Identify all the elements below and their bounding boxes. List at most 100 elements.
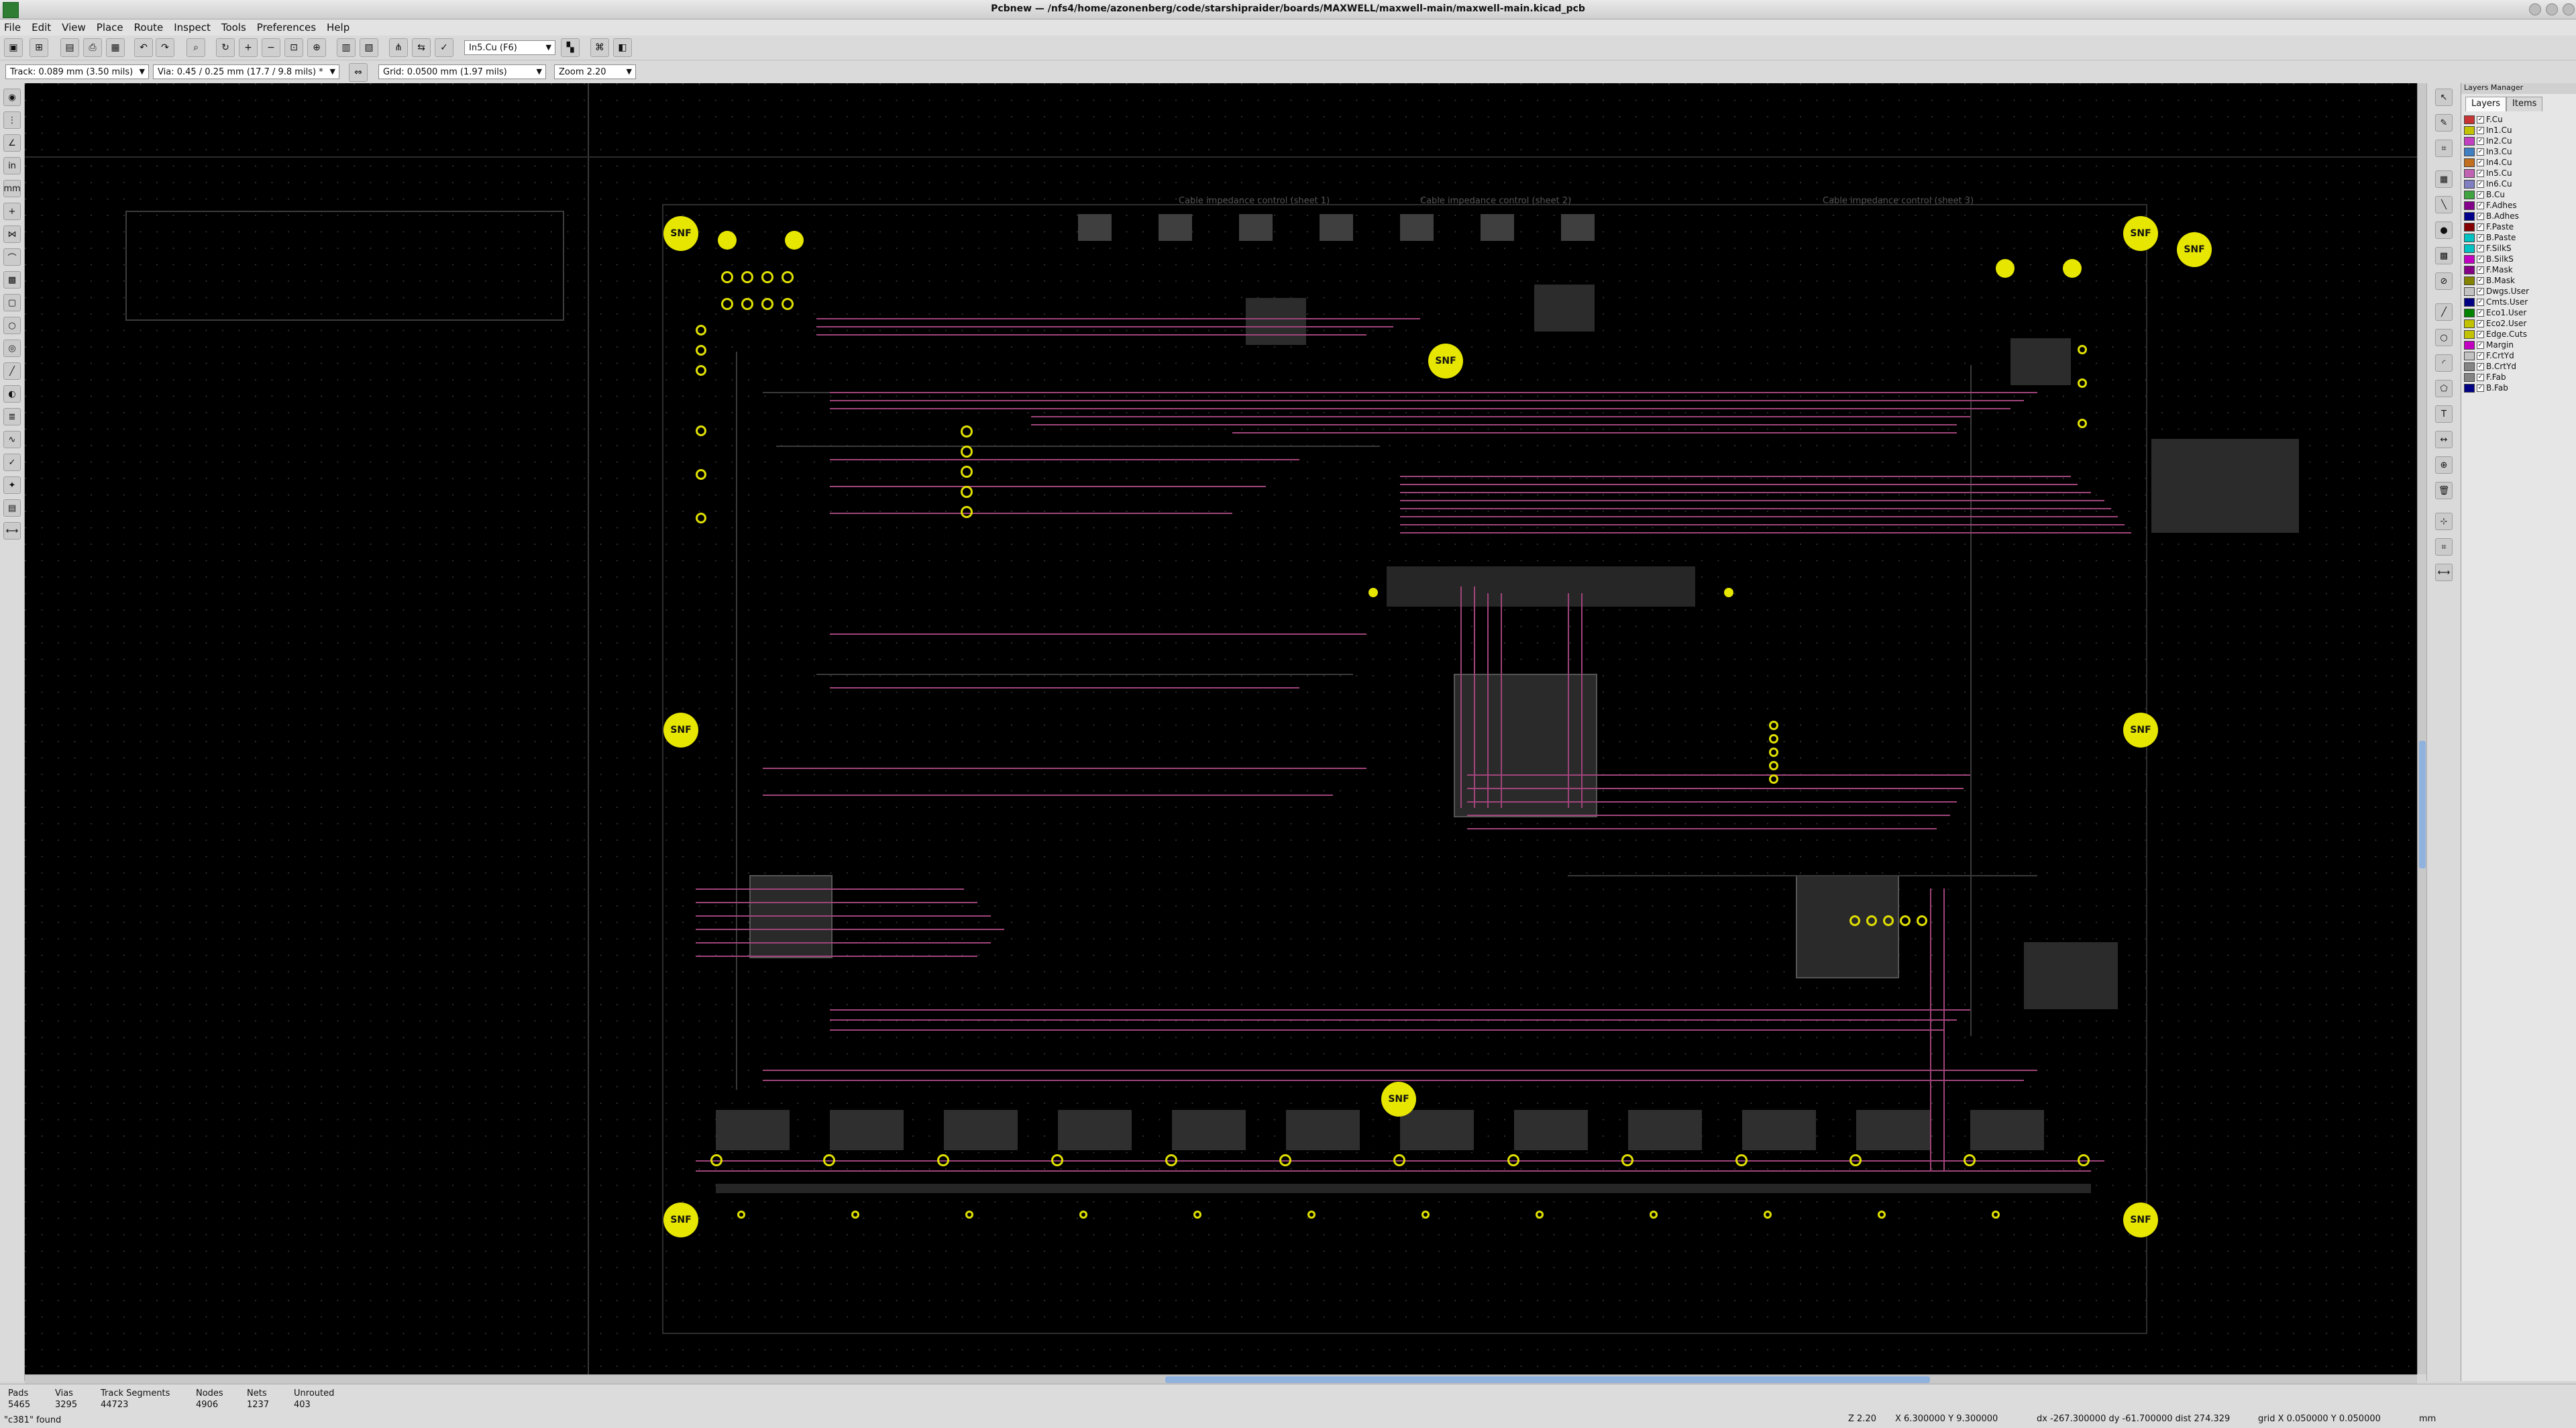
draw-line-icon[interactable]: ╱ xyxy=(2435,303,2453,321)
menu-place[interactable]: Place xyxy=(96,21,123,34)
layer-visibility-checkbox[interactable]: ✓ xyxy=(2477,266,2484,274)
layer-row[interactable]: ✓Eco1.User xyxy=(2464,307,2574,318)
layer-name[interactable]: F.Fab xyxy=(2486,372,2506,382)
layer-color-swatch[interactable] xyxy=(2464,125,2475,135)
layer-visibility-checkbox[interactable]: ✓ xyxy=(2477,330,2484,338)
layer-color-swatch[interactable] xyxy=(2464,233,2475,242)
save-icon[interactable]: ▤ xyxy=(60,38,79,57)
layer-color-swatch[interactable] xyxy=(2464,168,2475,178)
menu-help[interactable]: Help xyxy=(327,21,350,34)
tab-items[interactable]: Items xyxy=(2506,97,2543,111)
grid-origin-icon[interactable]: ⌗ xyxy=(2435,538,2453,556)
zoom-selection-icon[interactable]: ⊕ xyxy=(307,38,326,57)
zone-fill-icon[interactable]: ▩ xyxy=(3,271,21,289)
layer-color-swatch[interactable] xyxy=(2464,329,2475,339)
zoom-in-icon[interactable]: + xyxy=(239,38,258,57)
layer-row[interactable]: ✓F.CrtYd xyxy=(2464,350,2574,361)
layer-row[interactable]: ✓In5.Cu xyxy=(2464,168,2574,178)
units-inch-icon[interactable]: in xyxy=(3,157,21,174)
layer-name[interactable]: Margin xyxy=(2486,340,2514,350)
layer-color-swatch[interactable] xyxy=(2464,297,2475,307)
layer-name[interactable]: F.SilkS xyxy=(2486,244,2512,253)
layer-visibility-checkbox[interactable]: ✓ xyxy=(2477,255,2484,263)
footprint-editor-icon[interactable]: ▥ xyxy=(337,38,356,57)
layer-visibility-checkbox[interactable]: ✓ xyxy=(2477,319,2484,327)
layer-name[interactable]: F.Adhes xyxy=(2486,201,2517,210)
layer-visibility-checkbox[interactable]: ✓ xyxy=(2477,309,2484,317)
measure-icon[interactable]: ⟷ xyxy=(3,522,21,540)
plot-icon[interactable]: ▦ xyxy=(106,38,125,57)
layer-color-swatch[interactable] xyxy=(2464,372,2475,382)
layer-name[interactable]: F.Mask xyxy=(2486,265,2513,274)
layer-color-swatch[interactable] xyxy=(2464,319,2475,328)
footprint-viewer-icon[interactable]: ▧ xyxy=(360,38,378,57)
active-layer-select[interactable]: In5.Cu (F6)▼ xyxy=(464,40,555,55)
layer-row[interactable]: ✓In4.Cu xyxy=(2464,157,2574,168)
menu-tools[interactable]: Tools xyxy=(221,21,246,34)
layer-row[interactable]: ✓F.SilkS xyxy=(2464,243,2574,254)
layer-row[interactable]: ✓Dwgs.User xyxy=(2464,286,2574,297)
layer-row[interactable]: ✓In1.Cu xyxy=(2464,125,2574,136)
layer-color-swatch[interactable] xyxy=(2464,276,2475,285)
find-icon[interactable]: ⌕ xyxy=(186,38,205,57)
drill-origin-icon[interactable]: ⊹ xyxy=(2435,513,2453,530)
layer-name[interactable]: B.CrtYd xyxy=(2486,362,2517,371)
layer-row[interactable]: ✓B.Mask xyxy=(2464,275,2574,286)
layer-name[interactable]: B.Paste xyxy=(2486,233,2516,242)
layer-visibility-checkbox[interactable]: ✓ xyxy=(2477,373,2484,381)
layer-visibility-checkbox[interactable]: ✓ xyxy=(2477,148,2484,156)
layer-visibility-checkbox[interactable]: ✓ xyxy=(2477,352,2484,360)
layer-row[interactable]: ✓F.Fab xyxy=(2464,372,2574,382)
draw-circle-icon[interactable]: ○ xyxy=(2435,329,2453,346)
microwave-toolbar-icon[interactable]: ∿ xyxy=(3,431,21,448)
track-width-select[interactable]: Track: 0.089 mm (3.50 mils)▼ xyxy=(5,64,149,79)
layer-color-swatch[interactable] xyxy=(2464,115,2475,124)
add-via-icon[interactable]: ● xyxy=(2435,221,2453,239)
layer-color-swatch[interactable] xyxy=(2464,211,2475,221)
layer-visibility-checkbox[interactable]: ✓ xyxy=(2477,158,2484,166)
layer-visibility-checkbox[interactable]: ✓ xyxy=(2477,180,2484,188)
layer-visibility-checkbox[interactable]: ✓ xyxy=(2477,191,2484,199)
layer-visibility-checkbox[interactable]: ✓ xyxy=(2477,234,2484,242)
layers-manager-toggle-icon[interactable]: ≣ xyxy=(3,408,21,425)
drc-check-icon[interactable]: ✓ xyxy=(3,454,21,471)
layer-row[interactable]: ✓B.CrtYd xyxy=(2464,361,2574,372)
layer-visibility-checkbox[interactable]: ✓ xyxy=(2477,341,2484,349)
minimize-button[interactable] xyxy=(2529,3,2541,15)
track-sketch-icon[interactable]: ╱ xyxy=(3,362,21,380)
zoom-out-icon[interactable]: − xyxy=(262,38,280,57)
menu-inspect[interactable]: Inspect xyxy=(174,21,211,34)
new-board-icon[interactable]: ▣ xyxy=(4,38,23,57)
auto-track-width-icon[interactable]: ⇔ xyxy=(349,63,368,82)
draw-arc-icon[interactable]: ◜ xyxy=(2435,354,2453,372)
zoom-fit-icon[interactable]: ⊡ xyxy=(284,38,303,57)
horizontal-scrollbar[interactable] xyxy=(25,1374,2417,1384)
layer-color-swatch[interactable] xyxy=(2464,287,2475,296)
open-board-icon[interactable]: ⊞ xyxy=(30,38,48,57)
layer-color-swatch[interactable] xyxy=(2464,308,2475,317)
grid-toggle-icon[interactable]: ⋮ xyxy=(3,111,21,129)
cursor-shape-icon[interactable]: + xyxy=(3,203,21,220)
add-dimension-icon[interactable]: ↔ xyxy=(2435,431,2453,448)
add-footprint-icon[interactable]: ▦ xyxy=(2435,170,2453,188)
layer-color-swatch[interactable] xyxy=(2464,136,2475,146)
menu-route[interactable]: Route xyxy=(133,21,164,34)
layer-visibility-checkbox[interactable]: ✓ xyxy=(2477,137,2484,145)
layer-color-swatch[interactable] xyxy=(2464,201,2475,210)
layer-row[interactable]: ✓F.Cu xyxy=(2464,114,2574,125)
layer-row[interactable]: ✓Cmts.User xyxy=(2464,297,2574,307)
add-text-icon[interactable]: T xyxy=(2435,405,2453,423)
layer-color-swatch[interactable] xyxy=(2464,351,2475,360)
layer-row[interactable]: ✓In3.Cu xyxy=(2464,146,2574,157)
layer-name[interactable]: F.Cu xyxy=(2486,115,2503,124)
layer-row[interactable]: ✓F.Paste xyxy=(2464,221,2574,232)
layer-row[interactable]: ✓B.Adhes xyxy=(2464,211,2574,221)
layer-color-swatch[interactable] xyxy=(2464,179,2475,189)
layer-name[interactable]: Cmts.User xyxy=(2486,297,2528,307)
layer-visibility-checkbox[interactable]: ✓ xyxy=(2477,115,2484,123)
layer-visibility-checkbox[interactable]: ✓ xyxy=(2477,212,2484,220)
select-arrow-icon[interactable]: ↖ xyxy=(2435,89,2453,106)
via-size-select[interactable]: Via: 0.45 / 0.25 mm (17.7 / 9.8 mils) *▼ xyxy=(153,64,339,79)
local-ratsnest-icon[interactable]: ⌗ xyxy=(2435,140,2453,157)
layer-name[interactable]: In4.Cu xyxy=(2486,158,2512,167)
